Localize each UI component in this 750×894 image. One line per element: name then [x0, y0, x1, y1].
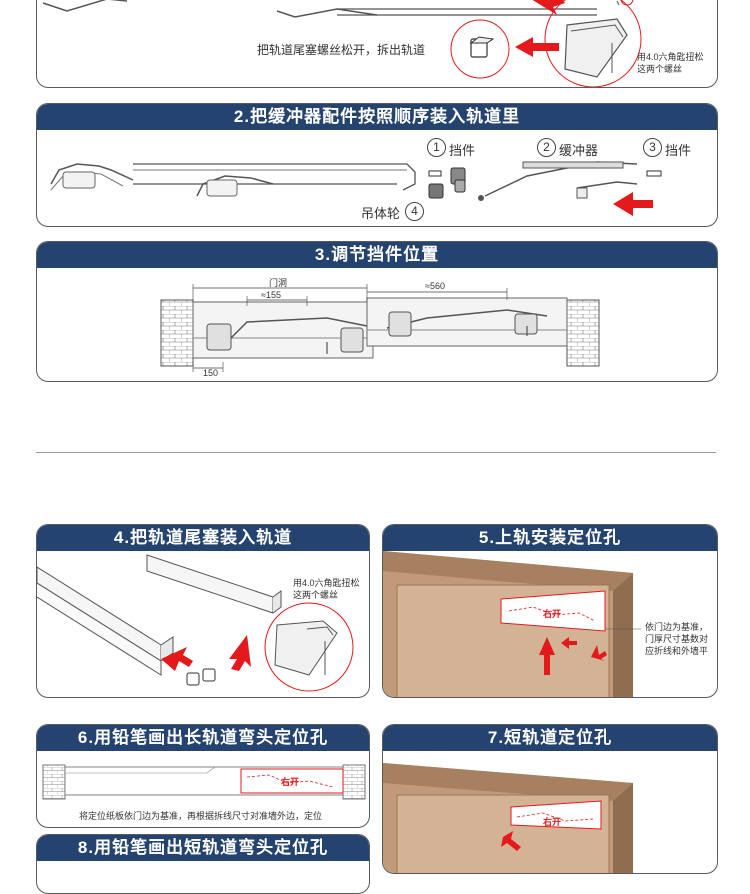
dim-155-label: ≈155: [261, 290, 281, 300]
step1-note: 用4.0六角匙扭松这两个螺丝: [637, 51, 709, 75]
step8-title: 8.用铅笔画出短轨道弯头定位孔: [37, 835, 369, 861]
step7-illustration: [383, 725, 718, 874]
step7-panel: 7.短轨道定位孔 右开: [382, 724, 718, 874]
part3-label: 挡件: [665, 140, 691, 159]
dim-560-label: ≈560: [425, 281, 445, 291]
step7-template-label: 右开: [543, 815, 561, 828]
step5-template-label: 右开: [543, 607, 561, 620]
step4-note: 用4.0六角匙扭松这两个螺丝: [293, 577, 367, 601]
step4-illustration: [37, 525, 370, 698]
red-arrow-icon: [531, 0, 565, 15]
step4-panel: 4.把轨道尾塞装入轨道 用4.0六角匙扭松这两个螺丝: [36, 524, 370, 698]
part4-number: 4: [405, 202, 424, 221]
part3-number: 3: [643, 138, 662, 157]
part2-number: 2: [537, 138, 556, 157]
part4-label: 吊体轮: [361, 203, 400, 222]
part1-number: 1: [427, 138, 446, 157]
step5-note: 依门边为基准，门厚尺寸基数对应折线和外墙平: [645, 621, 713, 657]
step5-panel: 5.上轨安装定位孔 右开 依门边为基准，门厚尺寸基数对应折线和外墙平: [382, 524, 718, 698]
step8-panel: 8.用铅笔画出短轨道弯头定位孔: [36, 834, 370, 894]
red-arrow-icon: [515, 37, 559, 57]
step6-caption: 将定位纸板依门边为基准，再根据拆线尺寸对准墙外边，定位: [79, 809, 322, 822]
step1-panel: 把轨道尾塞螺丝松开，拆出轨道 用4.0六角匙扭松这两个螺丝: [36, 0, 718, 88]
step1-caption: 把轨道尾塞螺丝松开，拆出轨道: [257, 41, 425, 58]
step3-illustration: [37, 242, 718, 382]
step6-panel: 6.用铅笔画出长轨道弯头定位孔 右开 将定位纸板依门边为基准，再根据拆线尺寸对准…: [36, 724, 370, 828]
dim-150-label: 150: [203, 368, 218, 378]
red-arrow-icon: [613, 192, 653, 216]
step2-panel: 2.把缓冲器配件按照顺序装入轨道里 1 挡件 2 缓冲器 3 挡件 吊体轮 4: [36, 103, 718, 227]
part2-label: 缓冲器: [559, 140, 598, 159]
dim-door-label: 门洞: [269, 276, 287, 289]
step6-template-label: 右开: [281, 775, 299, 788]
step3-panel: 3.调节挡件位置 门洞 ≈155 ≈560 15: [36, 241, 718, 382]
section-divider: [36, 452, 716, 453]
red-arrow-icon: [229, 635, 251, 671]
part1-label: 挡件: [449, 140, 475, 159]
